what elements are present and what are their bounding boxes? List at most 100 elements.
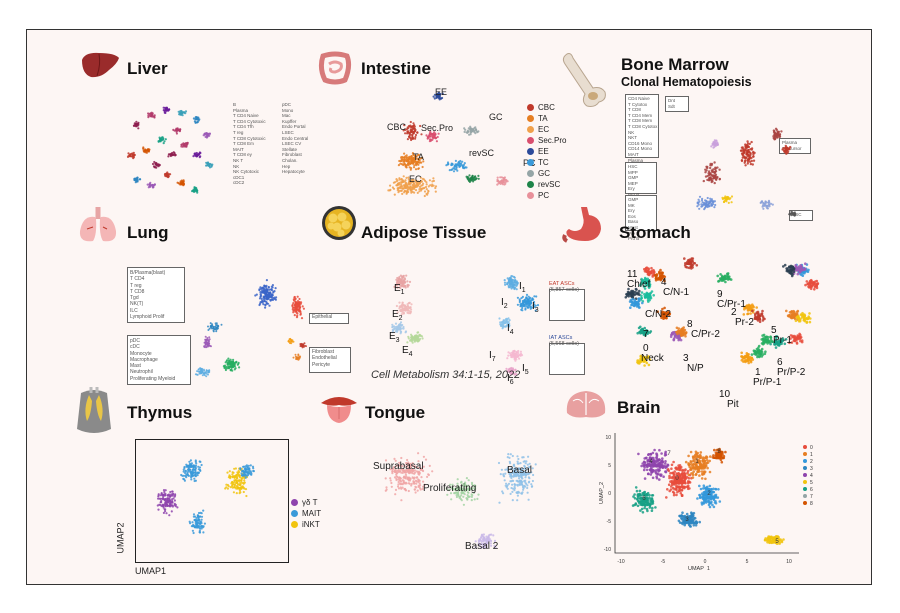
intestine-revsc-cluster (465, 174, 480, 183)
tongue-label-basal: Basal (507, 465, 533, 476)
bm-legend-entry: NKT (628, 135, 637, 141)
bm-legend-entry: CD4 Naive (628, 96, 650, 101)
brain-xtick: 5 (746, 559, 749, 565)
brain-cluster-label: 3 (685, 517, 689, 523)
brain-legend-label: 2 (810, 459, 813, 465)
liver-cell-cluster (172, 127, 182, 135)
legend-swatch (527, 104, 534, 111)
intestine-ec-cluster (387, 175, 438, 198)
brain-xlabel: UMAP_1 (688, 566, 710, 570)
bm-legend-entry: Pro B (628, 236, 640, 242)
brain-legend-swatch (803, 487, 807, 491)
intestine-label-ee: EE (435, 87, 448, 97)
liver-cell-cluster (133, 176, 142, 184)
stomach-cluster-label: 4 (661, 277, 667, 288)
bm-legend-entry: Mast (628, 224, 638, 230)
brain-cluster (711, 447, 727, 464)
bm-legend-entry: Pre B (628, 230, 640, 236)
lung-legend-entry: Macrophage (130, 356, 158, 363)
brain-xtick: -5 (661, 559, 666, 565)
bm-legend-box-3: HSCMPPGMPMEPEryPro BCyc EryNeutrophil (625, 162, 657, 208)
adipose-label-e3: E3 (389, 331, 400, 344)
intestine-secpro-cluster (425, 130, 440, 143)
stomach-cluster-label: Pr/P-1 (753, 377, 782, 388)
liver-legend-entry: Plasma (233, 107, 249, 113)
liver-cell-cluster (157, 136, 167, 145)
brain-legend-label: 1 (810, 452, 813, 458)
tongue-title: Tongue (365, 403, 426, 422)
intestine-ta-cluster (397, 152, 425, 171)
stomach-cell-cluster (639, 276, 652, 290)
lung-epithelial-legend: Epithelial (309, 313, 349, 324)
stomach-cluster-label: C/N-2 (645, 309, 672, 320)
adipose-label-e1: E1 (394, 283, 405, 296)
brain-ytick: -10 (604, 547, 611, 553)
stomach-cell-cluster (639, 290, 655, 303)
intestine-cbc-cluster (402, 120, 423, 142)
thymus-plot-frame (135, 439, 289, 563)
legend-label: TC (538, 158, 549, 167)
lung-legend-entry: cDC (130, 344, 140, 351)
figure-caption: Cell Metabolism 34:1-15, 2022 (371, 369, 521, 381)
legend-swatch (291, 521, 298, 528)
lung-legend-entry: pDC (130, 338, 141, 344)
stomach-cluster-label: Neck (641, 353, 664, 364)
bm-legend-entry: T CD8 Mem (628, 118, 653, 124)
intestine-legend-entry: PC (527, 190, 566, 201)
lung-cluster (194, 367, 211, 378)
thymus-title: Thymus (127, 403, 193, 422)
intestine-gc-cluster (463, 125, 480, 136)
liver-legend-entry: T CD8 Em (233, 141, 254, 147)
liver-legend-entry: Cholan. (282, 157, 298, 163)
brain-cluster-5 (763, 535, 785, 545)
legend-swatch (527, 170, 534, 177)
brain-legend-label: 4 (810, 473, 813, 479)
stomach-cluster-label: Pr-2 (735, 317, 754, 328)
liver-legend-entry: Stellate (282, 146, 298, 152)
lung-legend-entry: T CD4 (130, 276, 145, 283)
adipose-label-i2: I2 (501, 297, 508, 310)
stomach-title: Stomach (619, 223, 691, 242)
bone-marrow-subtitle: Clonal Hematopoiesis (621, 75, 752, 89)
adipose-label-i1: I1 (519, 281, 526, 294)
bm-legend-entry: Sdt (668, 103, 675, 109)
liver-legend-entry: NK T (233, 157, 244, 163)
bm-legend-entry: MK (628, 202, 635, 208)
bm-legend-entry: NK (628, 129, 635, 135)
thymus-gdt-cluster (156, 489, 179, 517)
bm-legend-entry: T Cytotox (628, 101, 648, 107)
intestine-legend-entry: EE (527, 146, 566, 157)
legend-swatch (527, 115, 534, 122)
liver-cell-cluster (192, 151, 202, 159)
legend-label: PC (538, 191, 550, 200)
brain-cluster-label: 0 (675, 476, 679, 482)
lung-cluster (203, 335, 212, 349)
bone-marrow-panel: Bone Marrow Clonal Hematopoiesis CD4 Nai… (557, 50, 827, 241)
intestine-label-cbc: CBC (387, 122, 407, 132)
legend-swatch (527, 192, 534, 199)
brain-ytick: 5 (608, 463, 611, 469)
brain-legend-label: 8 (810, 501, 813, 507)
liver-legend-entry: LSEC (282, 129, 294, 135)
intestine-legend-entry: EC (527, 124, 566, 135)
tongue-label-proliferating: Proliferating (423, 483, 477, 494)
lung-legend-entry: Endothelial (312, 355, 337, 362)
iat-inset (549, 343, 585, 375)
lung-icon (79, 207, 117, 242)
stomach-cell-cluster (683, 257, 699, 270)
bm-cluster (759, 199, 774, 210)
liver-legend-entry: T CD4 Naive (233, 113, 259, 119)
bone-marrow-umap (696, 127, 797, 217)
liver-legend-entry: Fibroblast (282, 152, 302, 158)
intestine-label-ec: EC (409, 174, 422, 184)
brain-legend-swatch (803, 459, 807, 463)
tongue-proliferating-cluster (445, 477, 480, 506)
adipose-e3-cluster (391, 321, 408, 335)
liver-cell-cluster (162, 106, 171, 114)
liver-legend-entry: T CD4 Tfh (233, 124, 254, 130)
